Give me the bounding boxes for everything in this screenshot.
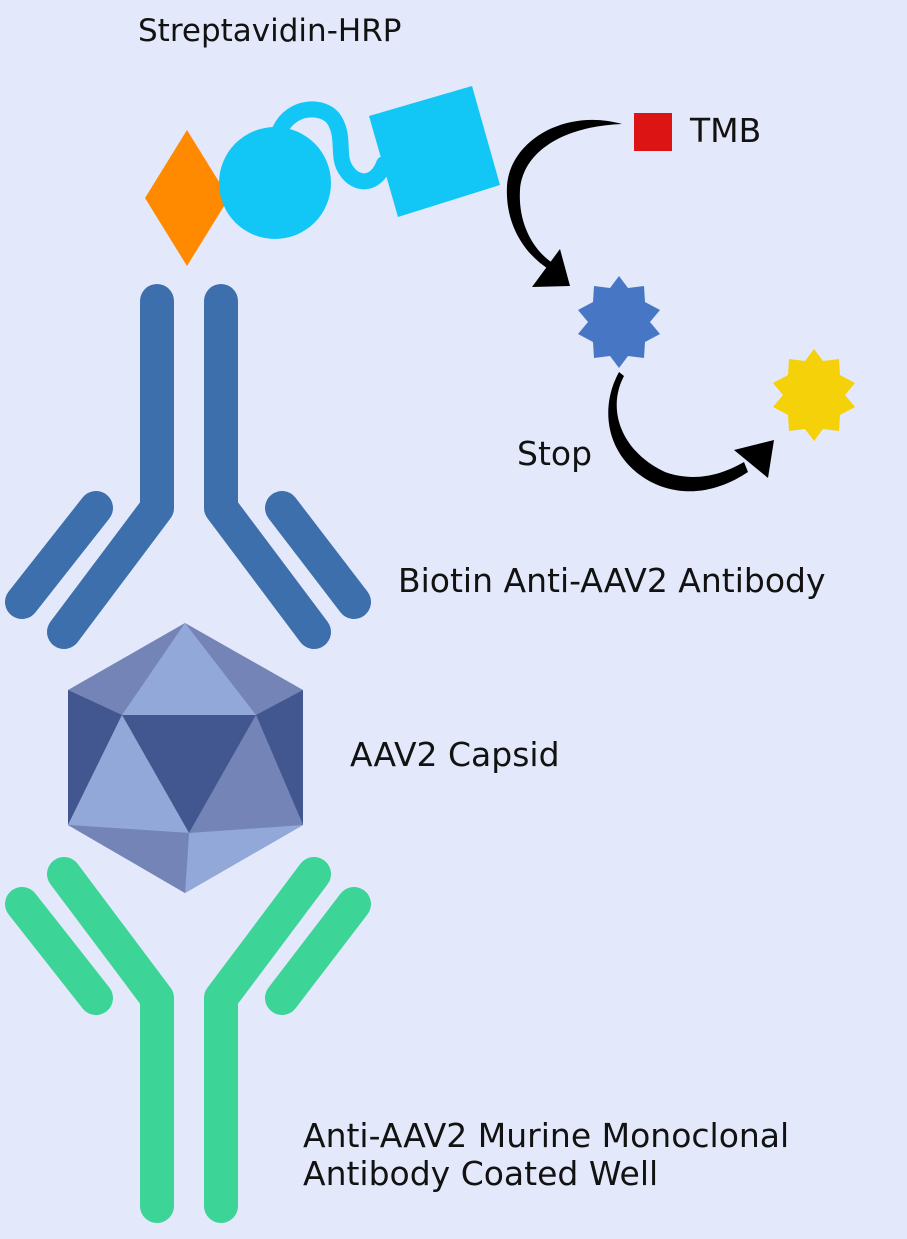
blue-product-star	[578, 276, 660, 368]
streptavidin-circle	[219, 127, 331, 239]
capsid-face-lower-right	[189, 715, 303, 833]
tmb-square	[634, 113, 672, 151]
detection-heavy-chain-left	[47, 284, 174, 649]
biotin-anti-aav2-antibody	[5, 284, 371, 649]
hrp-square	[369, 86, 500, 217]
streptavidin-hrp-label: Streptavidin-HRP	[138, 13, 402, 49]
capsid-face-bottom-right	[185, 825, 303, 893]
coated-well-label-line1: Anti-AAV2 Murine Monoclonal	[303, 1116, 790, 1155]
capsid-label: AAV2 Capsid	[350, 735, 560, 774]
linker-strand	[272, 101, 392, 190]
arrow-tmb-head	[532, 249, 570, 287]
streptavidin-hrp-conjugate	[219, 86, 500, 239]
aav2-capsid	[68, 623, 303, 893]
capsid-face-bottom-left	[68, 825, 189, 893]
tmb-label: TMB	[690, 111, 762, 150]
biotin-diamond	[145, 130, 229, 266]
arrow-tmb-to-product	[506, 119, 622, 287]
anti-aav2-capture-antibody	[5, 857, 371, 1223]
arrow-stop-curve	[608, 372, 748, 492]
capture-heavy-chain-left	[47, 857, 174, 1223]
capture-heavy-chain-right	[204, 857, 331, 1223]
capsid-face-center	[122, 715, 256, 833]
coated-well-label: Anti-AAV2 Murine Monoclonal Antibody Coa…	[303, 1117, 789, 1193]
arrow-stop-head	[734, 440, 774, 478]
capsid-face-lower-left	[68, 715, 189, 833]
arrow-tmb-curve	[506, 119, 622, 270]
arrow-product-to-stopped	[608, 372, 774, 492]
capsid-face-top	[122, 623, 256, 715]
yellow-product-star	[773, 349, 855, 441]
capsid-face-right	[256, 690, 303, 825]
capture-light-chain-right	[265, 887, 371, 1015]
capsid-face-left	[68, 690, 122, 825]
capture-light-chain-left	[5, 887, 113, 1015]
coated-well-label-line2: Antibody Coated Well	[303, 1153, 659, 1193]
stop-label: Stop	[517, 434, 593, 473]
detection-light-chain-left	[5, 491, 113, 619]
detection-light-chain-right	[265, 491, 371, 619]
biotin-antibody-label: Biotin Anti-AAV2 Antibody	[398, 561, 826, 600]
detection-heavy-chain-right	[204, 284, 331, 649]
